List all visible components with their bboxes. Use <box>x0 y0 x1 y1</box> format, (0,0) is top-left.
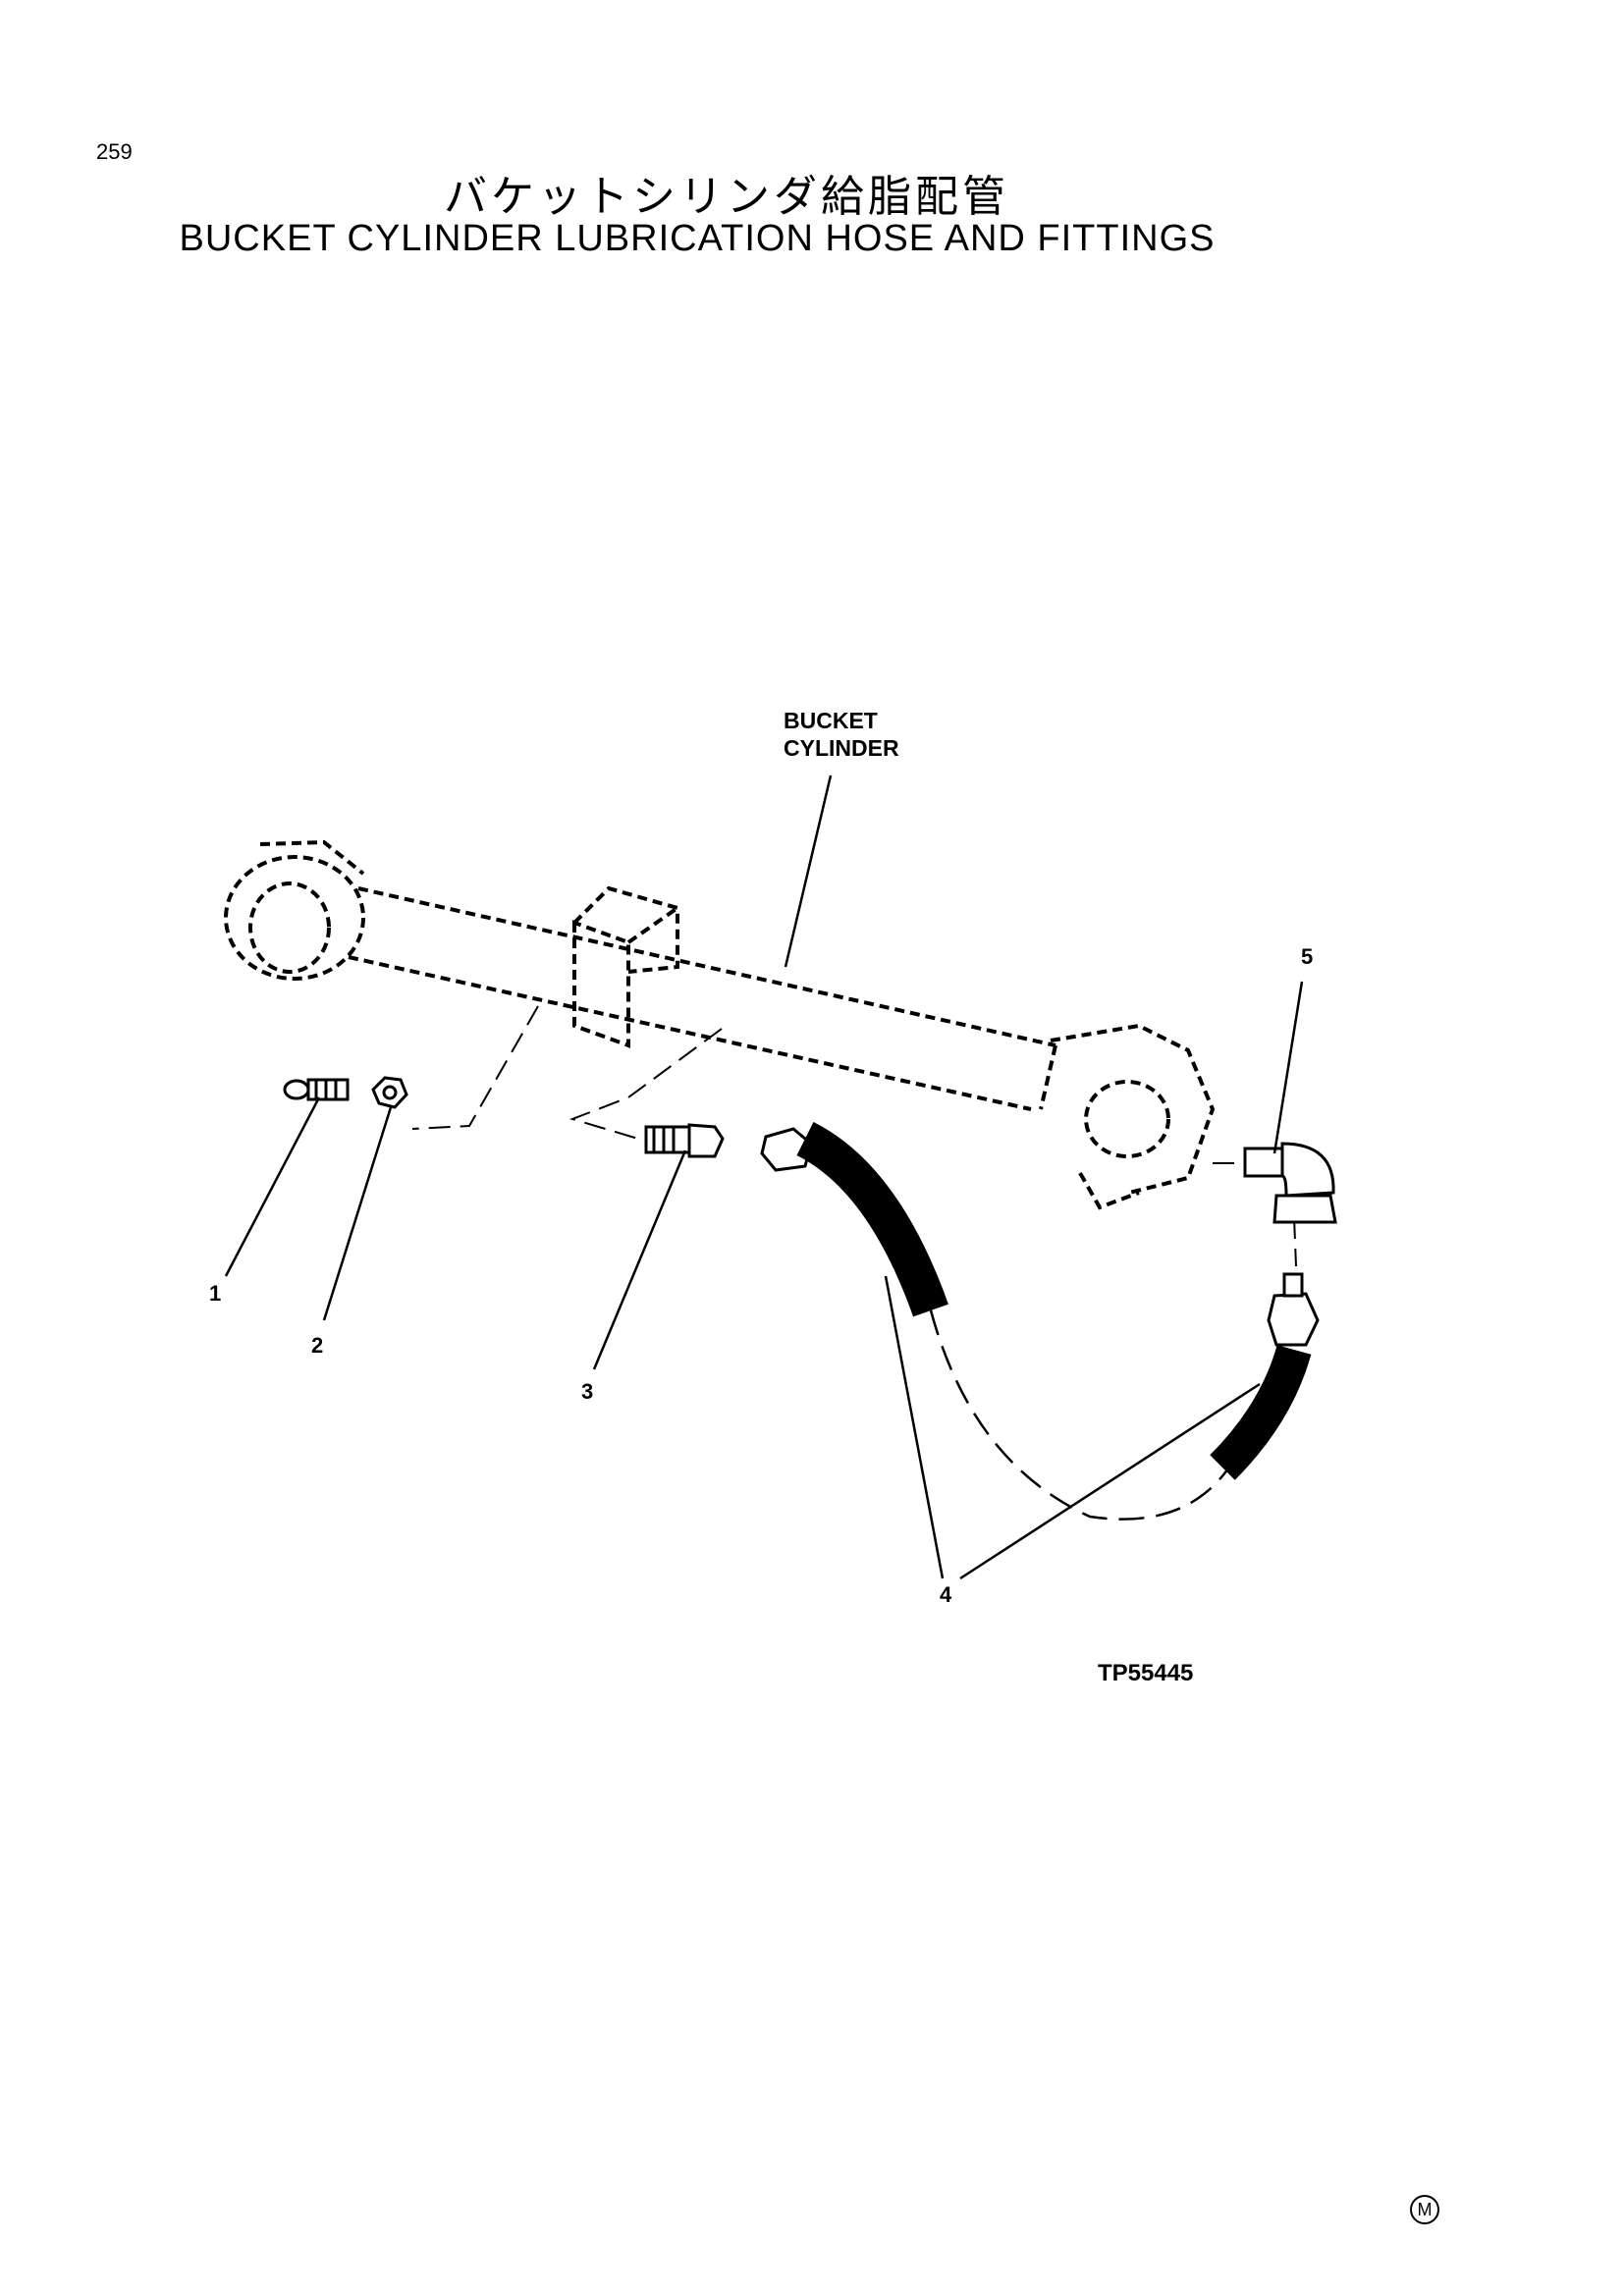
cylinder-leader-line <box>784 774 833 968</box>
corner-circled-mark: M <box>1410 2195 1439 2224</box>
page-title-japanese: バケットシリンダ給脂配管 <box>444 172 1009 222</box>
callout-1: 1 <box>209 1281 221 1306</box>
part-2-nut <box>371 1076 408 1109</box>
install-lines <box>411 1005 1297 1267</box>
callout-3: 3 <box>581 1379 593 1404</box>
callout-leaders <box>224 981 1304 1580</box>
callout-4: 4 <box>940 1582 952 1607</box>
part-5-elbow <box>1243 1142 1337 1224</box>
cylinder-label: CYLINDER <box>784 735 899 761</box>
part-4-hose <box>760 1122 1320 1521</box>
figure-id: TP55445 <box>1098 1660 1193 1686</box>
bucket-cylinder-drawing <box>224 839 1216 1210</box>
page-number: 259 <box>96 139 133 164</box>
part-1-grease-fitting <box>283 1078 350 1101</box>
part-3-adapter <box>644 1123 725 1158</box>
bucket-label: BUCKET <box>784 708 878 733</box>
page-title-english: BUCKET CYLINDER LUBRICATION HOSE AND FIT… <box>179 218 1216 259</box>
callout-5: 5 <box>1301 944 1313 969</box>
callout-2: 2 <box>311 1333 323 1358</box>
